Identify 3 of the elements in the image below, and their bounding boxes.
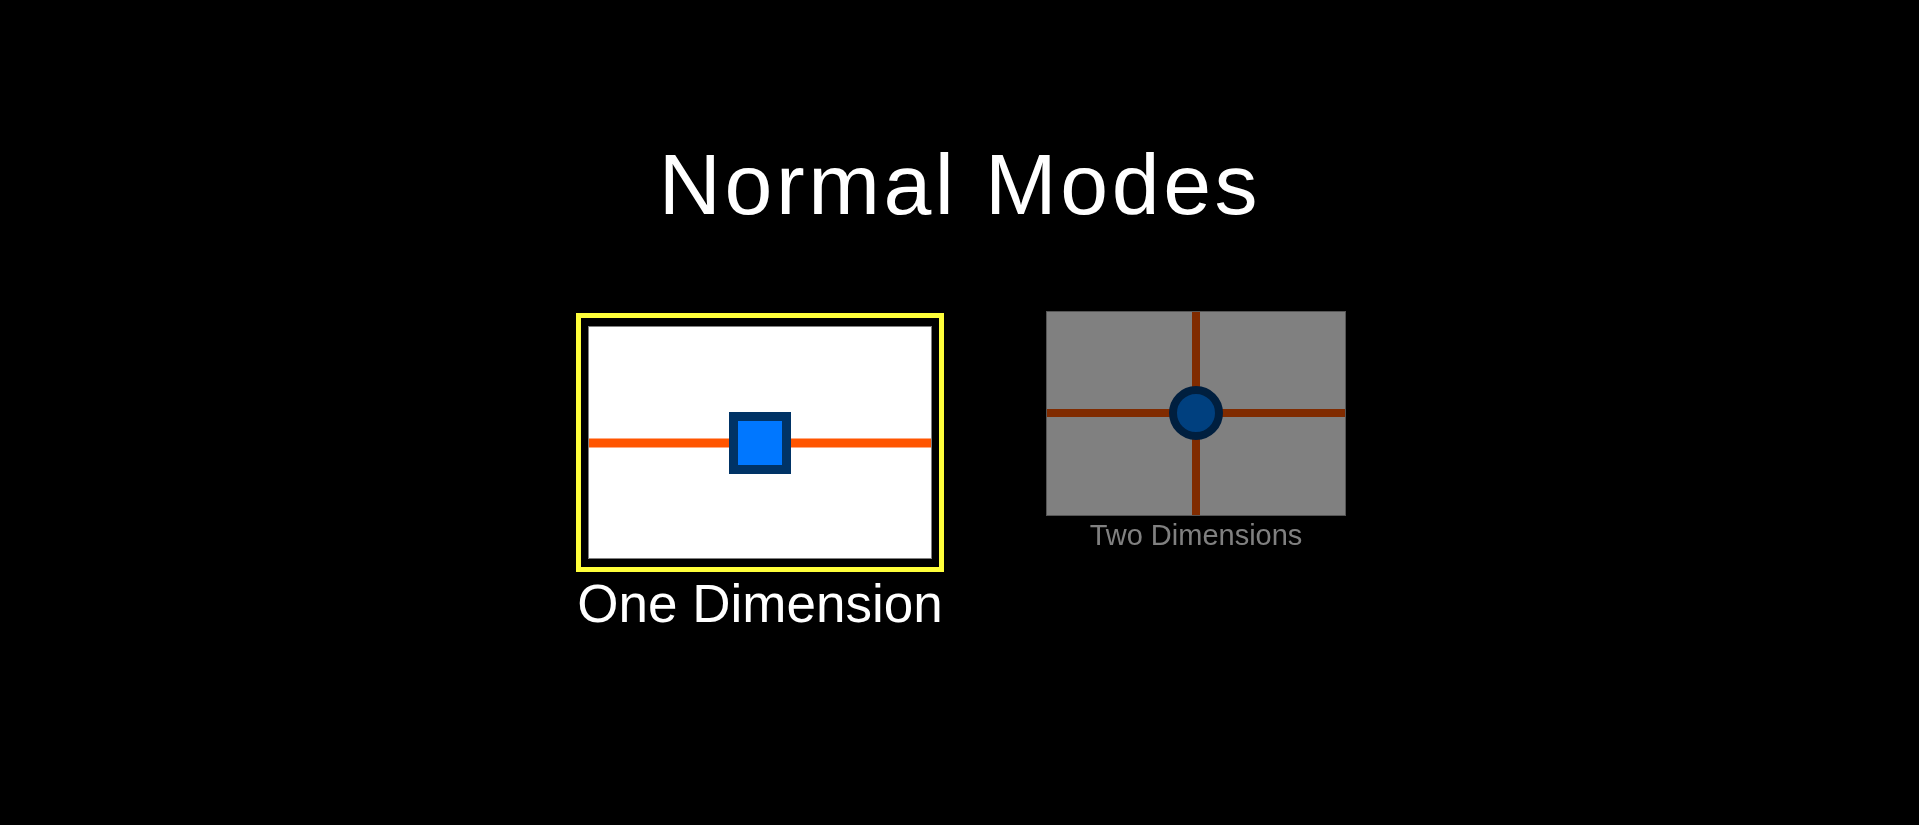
slide-title: Normal Modes	[658, 141, 1262, 227]
panel-caption: One Dimension	[577, 577, 943, 630]
panel-caption: Two Dimensions	[1089, 521, 1303, 550]
